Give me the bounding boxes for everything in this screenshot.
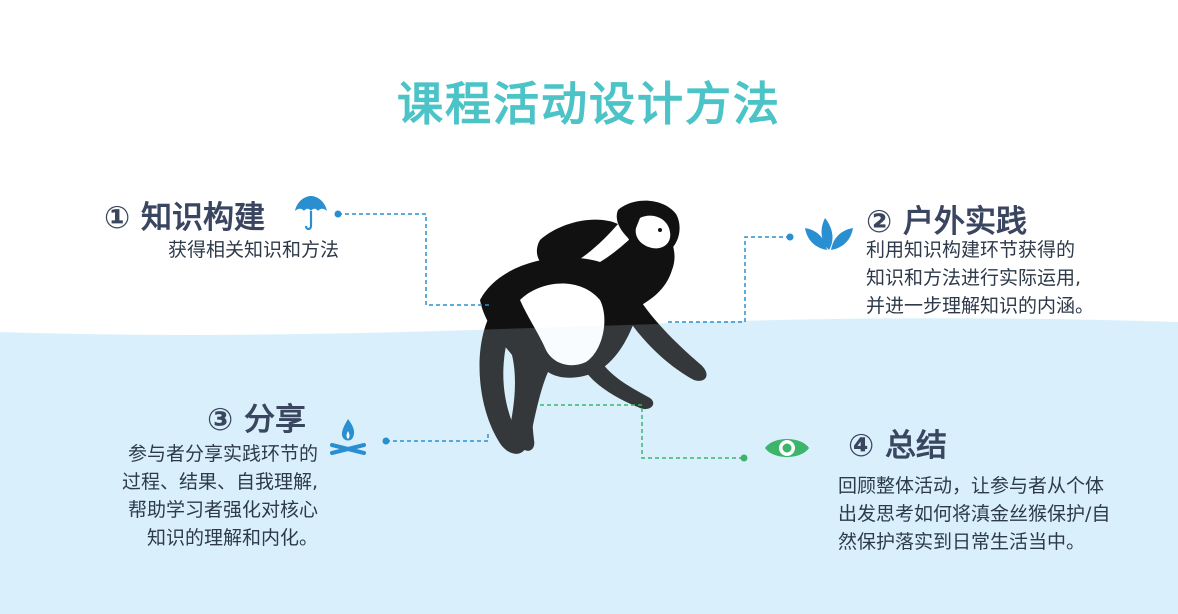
step-3-line: 过程、结果、自我理解, <box>121 471 318 493</box>
step-3-heading: ③ 分享 <box>207 402 307 438</box>
step-2-description: 利用知识构建环节获得的 知识和方法进行实际运用, 并进一步理解知识的内涵。 <box>866 236 1094 320</box>
step-2-heading: ② 户外实践 <box>866 204 1028 240</box>
step-4-line: 然保护落实到日常生活当中。 <box>838 531 1086 553</box>
connector-4 <box>540 404 744 459</box>
connector-3 <box>386 432 489 442</box>
umbrella-icon <box>295 196 327 231</box>
water-area <box>0 318 1178 614</box>
connector-1-dot <box>334 210 342 218</box>
connector-3-dot <box>382 437 390 445</box>
step-3-line: 帮助学习者强化对核心 <box>127 499 318 521</box>
eye-icon <box>765 439 809 457</box>
snub-nosed-monkey-icon <box>470 200 720 460</box>
step-1-description: 获得相关知识和方法 <box>168 236 339 264</box>
step-2-line: 知识和方法进行实际运用, <box>866 267 1082 289</box>
leaf-icon <box>805 218 853 250</box>
connector-4-dot <box>740 454 748 462</box>
connector-2 <box>668 236 790 323</box>
step-4-line: 出发思考如何将滇金丝猴保护/自 <box>838 503 1111 525</box>
page-title: 课程活动设计方法 <box>397 77 781 131</box>
step-4-line: 回顾整体活动，让参与者从个体 <box>838 475 1105 497</box>
step-2-line: 利用知识构建环节获得的 <box>866 239 1076 261</box>
step-4-heading: ④ 总结 <box>848 428 948 464</box>
connector-1 <box>338 213 492 306</box>
connector-2-dot <box>786 233 794 241</box>
step-2-line: 并进一步理解知识的内涵。 <box>866 295 1095 317</box>
step-3-description: 参与者分享实践环节的 过程、结果、自我理解, 帮助学习者强化对核心 知识的理解和… <box>74 440 318 552</box>
step-1-line: 获得相关知识和方法 <box>168 239 340 261</box>
step-1-heading: ① 知识构建 <box>104 200 266 236</box>
campfire-icon <box>330 419 366 455</box>
step-3-line: 知识的理解和内化。 <box>146 527 318 549</box>
step-3-line: 参与者分享实践环节的 <box>127 443 318 465</box>
step-4-description: 回顾整体活动，让参与者从个体 出发思考如何将滇金丝猴保护/自 然保护落实到日常生… <box>838 472 1110 556</box>
